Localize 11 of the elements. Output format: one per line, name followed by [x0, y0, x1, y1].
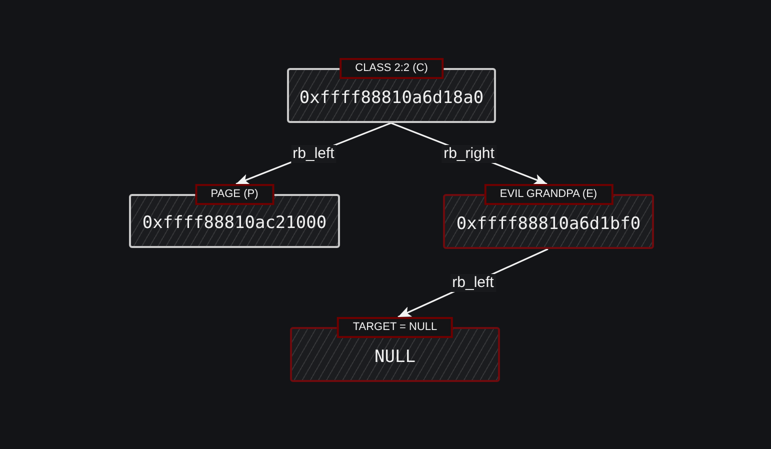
node-heading: CLASS 2:2 (C) [339, 58, 444, 79]
node-heading: EVIL GRANDPA (E) [484, 184, 614, 205]
node-address: 0xffff88810a6d18a0 [299, 86, 484, 108]
node-heading: TARGET = NULL [336, 317, 454, 338]
edge-label: rb_left [450, 274, 496, 292]
node-address: NULL [374, 346, 416, 368]
edge-label: rb_left [290, 144, 336, 162]
node-address: 0xffff88810a6d1bf0 [456, 212, 641, 234]
node-heading: PAGE (P) [194, 184, 274, 205]
edge-label: rb_right [442, 144, 496, 162]
node-address: 0xffff88810ac21000 [142, 212, 327, 234]
